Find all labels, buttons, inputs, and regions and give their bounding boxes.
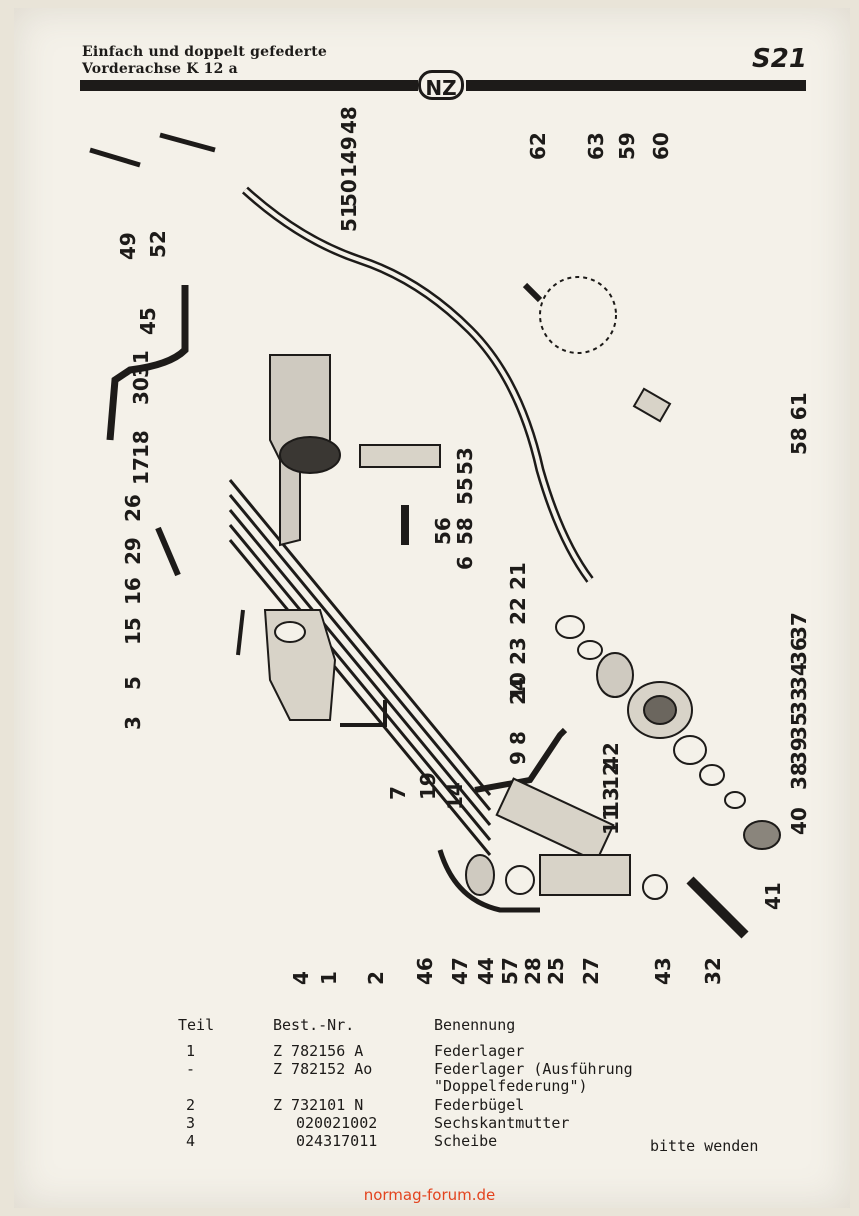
callout-label: 60	[649, 132, 673, 160]
callout-labels: 62 63 59 60 49 52 45 149 50 51 48 30 31 …	[116, 106, 811, 985]
callout-label: 41	[761, 882, 785, 910]
callout-label: 36	[787, 637, 811, 665]
callout-label: 58 61	[787, 392, 811, 455]
callout-label: 58	[453, 517, 477, 545]
callout-label: 52	[146, 230, 170, 258]
callout-label: 29	[121, 537, 145, 565]
steering-knuckle	[437, 727, 749, 939]
callout-label: 43	[651, 957, 675, 985]
callout-label: 18	[129, 430, 153, 458]
callout-label: 4	[289, 971, 313, 985]
callout-label: 13	[599, 787, 623, 815]
callout-label: 10	[506, 672, 530, 700]
callout-label: 30	[129, 377, 153, 405]
table-header-nr: Best.-Nr.	[273, 1016, 355, 1034]
callout-label: 17	[129, 457, 153, 485]
callout-label: 37	[787, 612, 811, 640]
table-header-name: Benennung	[434, 1016, 516, 1034]
table-cell-name: Scheibe	[434, 1132, 498, 1150]
callout-label: 9	[506, 751, 530, 765]
callout-label: 31	[129, 350, 153, 378]
bracket-45	[106, 285, 189, 441]
table-cell-nr: 024317011	[296, 1132, 378, 1150]
header-rule-right	[466, 80, 806, 91]
callout-label: 50	[337, 179, 361, 207]
callout-label: 40	[787, 807, 811, 835]
callout-label: 56	[431, 517, 455, 545]
callout-label: 1	[317, 971, 341, 985]
callout-label: 57	[498, 957, 522, 985]
table-cell-nr: 020021002	[296, 1114, 378, 1132]
callout-label: 14	[443, 782, 467, 810]
header-rule-left	[80, 80, 418, 91]
callout-label: 12	[599, 762, 623, 790]
table-cell-teil: 4	[186, 1132, 196, 1150]
table-cell-teil: -	[186, 1060, 196, 1078]
callout-label: 63	[584, 132, 608, 160]
callout-label: 25	[544, 957, 568, 985]
callout-label: 15	[121, 617, 145, 645]
callout-label: 55	[453, 477, 477, 505]
callout-label: 49	[116, 232, 140, 260]
callout-label: 34	[787, 662, 811, 690]
callout-label: 16	[121, 577, 145, 605]
callout-label: 24	[506, 677, 530, 705]
leaf-spring	[228, 479, 492, 856]
table-cell-name: Federbügel	[434, 1096, 525, 1114]
page-title-line2: Vorderachse K 12 a	[82, 61, 238, 77]
table-cell-name: Sechskantmutter	[434, 1114, 570, 1132]
table-cell-name: Federlager (Ausführung	[434, 1060, 633, 1078]
exploded-parts-diagram: 62 63 59 60 49 52 45 149 50 51 48 30 31 …	[89, 106, 811, 985]
table-cell-teil: 1	[186, 1042, 196, 1060]
callout-label: 28	[521, 957, 545, 985]
callout-label: 22	[506, 597, 530, 625]
callout-label: 33	[787, 687, 811, 715]
page-number: S21	[752, 44, 807, 74]
page-title-line1: Einfach und doppelt gefederte	[82, 44, 328, 60]
u-bolt-2	[340, 700, 387, 727]
callout-label: 59	[615, 132, 639, 160]
callout-label: 48	[337, 106, 361, 134]
callout-label: 53	[453, 447, 477, 475]
table-cell-nr: Z 782152 Ao	[273, 1060, 373, 1078]
callout-label: 23	[506, 637, 530, 665]
callout-label: 46	[413, 957, 437, 985]
callout-label: 27	[579, 957, 603, 985]
callout-label: 2	[364, 971, 388, 985]
callout-label: 62	[526, 132, 550, 160]
table-cell-nr: Z 782156 A	[273, 1042, 364, 1060]
callout-label: 39	[787, 737, 811, 765]
callout-label: 45	[136, 307, 160, 335]
table-cell-name: Federlager	[434, 1042, 525, 1060]
callout-label: 44	[474, 957, 498, 985]
callout-label: 11	[599, 807, 623, 835]
table-cell-nr: Z 732101 N	[273, 1096, 364, 1114]
callout-label: 38	[787, 762, 811, 790]
watermark-footer: normag-forum.de	[363, 1186, 496, 1204]
callout-label: 51	[337, 204, 361, 232]
callout-label: 6	[453, 556, 477, 570]
callout-label: 32	[701, 957, 725, 985]
callout-label: 7	[386, 786, 410, 800]
wheel-hub	[555, 615, 781, 850]
callout-label: 26	[121, 494, 145, 522]
table-cell-teil: 3	[186, 1114, 196, 1132]
callout-label: 5	[121, 676, 145, 690]
callout-label: 42	[599, 742, 623, 770]
table-header-teil: Teil	[178, 1016, 215, 1034]
nz-logo: NZ	[418, 70, 464, 100]
page-sheet	[14, 8, 850, 1208]
callout-label: 47	[448, 957, 472, 985]
callout-label: 19	[416, 772, 440, 800]
continue-note: bitte wenden	[650, 1137, 759, 1155]
table-cell-teil: 2	[186, 1096, 196, 1114]
callout-label: 3	[121, 716, 145, 730]
callout-label: 8	[506, 731, 530, 745]
callout-label: 35	[787, 712, 811, 740]
callout-label: 149	[337, 136, 361, 178]
callout-label: 21	[506, 562, 530, 590]
table-cell-name: "Doppelfederung")	[434, 1077, 588, 1095]
